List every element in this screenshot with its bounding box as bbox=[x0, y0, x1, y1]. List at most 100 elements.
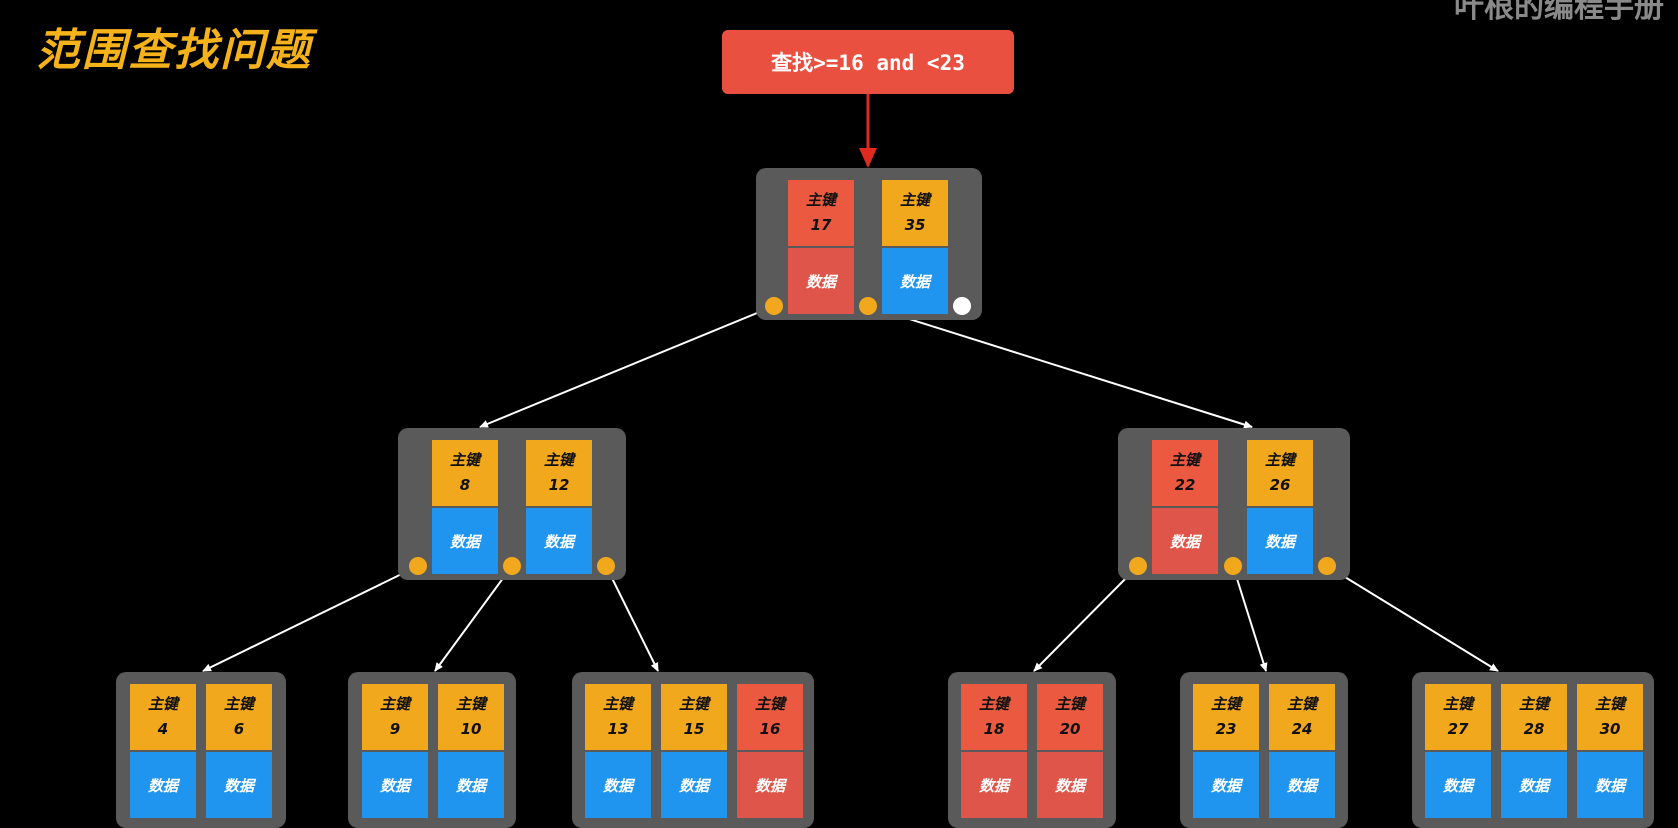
key-label: 主键 bbox=[678, 695, 709, 713]
data-block: 数据 bbox=[362, 752, 428, 818]
key-value: 17 bbox=[810, 216, 832, 234]
key-label: 主键 bbox=[1518, 695, 1549, 713]
key-value: 30 bbox=[1599, 720, 1621, 738]
edge-root-to-internal-left bbox=[479, 305, 775, 428]
edge-internal-right-to-leaf-4 bbox=[1033, 565, 1139, 672]
data-block: 数据 bbox=[661, 752, 727, 818]
data-block: 数据 bbox=[1501, 752, 1567, 818]
key-label: 主键 bbox=[899, 191, 930, 209]
key-block: 主键 17 bbox=[788, 180, 854, 246]
pointer-dot bbox=[1129, 557, 1147, 575]
key-label: 主键 bbox=[754, 695, 785, 713]
key-value: 4 bbox=[157, 720, 169, 738]
key-label: 主键 bbox=[223, 695, 254, 713]
edge-internal-left-to-leaf-1 bbox=[202, 565, 419, 672]
key-value: 26 bbox=[1269, 476, 1291, 494]
key-value: 9 bbox=[389, 720, 401, 738]
data-block: 数据 bbox=[130, 752, 196, 818]
key-cell: 主键 4 数据 bbox=[130, 684, 196, 818]
pointer-dot bbox=[765, 297, 783, 315]
edge-internal-left-to-leaf-3 bbox=[605, 565, 659, 672]
pointer-dot bbox=[597, 557, 615, 575]
key-block: 主键 28 bbox=[1501, 684, 1567, 750]
key-label: 主键 bbox=[1264, 451, 1295, 469]
key-label: 主键 bbox=[978, 695, 1009, 713]
key-label: 主键 bbox=[1169, 451, 1200, 469]
query-box: 查找>=16 and <23 bbox=[722, 30, 1014, 94]
key-cell: 主键 22 数据 bbox=[1152, 440, 1218, 574]
data-block: 数据 bbox=[1425, 752, 1491, 818]
data-block: 数据 bbox=[526, 508, 592, 574]
data-block: 数据 bbox=[1193, 752, 1259, 818]
data-block: 数据 bbox=[432, 508, 498, 574]
key-value: 28 bbox=[1523, 720, 1545, 738]
key-label: 主键 bbox=[1210, 695, 1241, 713]
pointer-dot bbox=[409, 557, 427, 575]
pointer-dot bbox=[859, 297, 877, 315]
key-value: 10 bbox=[460, 720, 482, 738]
key-value: 12 bbox=[548, 476, 570, 494]
key-value: 22 bbox=[1174, 476, 1196, 494]
key-cell: 主键 28 数据 bbox=[1501, 684, 1567, 818]
key-block: 主键 22 bbox=[1152, 440, 1218, 506]
page-title: 范围查找问题 bbox=[36, 25, 312, 76]
data-block: 数据 bbox=[206, 752, 272, 818]
key-label: 主键 bbox=[1442, 695, 1473, 713]
key-value: 13 bbox=[607, 720, 629, 738]
data-block: 数据 bbox=[1577, 752, 1643, 818]
pointer-dot bbox=[503, 557, 521, 575]
key-block: 主键 26 bbox=[1247, 440, 1313, 506]
edge-internal-right-to-leaf-5 bbox=[1232, 565, 1268, 672]
key-label: 主键 bbox=[147, 695, 178, 713]
key-label: 主键 bbox=[1286, 695, 1317, 713]
key-value: 35 bbox=[904, 216, 926, 234]
key-label: 主键 bbox=[455, 695, 486, 713]
data-block: 数据 bbox=[737, 752, 803, 818]
key-value: 18 bbox=[983, 720, 1005, 738]
key-block: 主键 18 bbox=[961, 684, 1027, 750]
data-block: 数据 bbox=[585, 752, 651, 818]
data-block: 数据 bbox=[1269, 752, 1335, 818]
edge-internal-right-to-leaf-6 bbox=[1326, 565, 1499, 672]
data-block: 数据 bbox=[1037, 752, 1103, 818]
key-label: 主键 bbox=[449, 451, 480, 469]
key-cell: 主键 17 数据 bbox=[788, 180, 854, 314]
data-block: 数据 bbox=[1152, 508, 1218, 574]
key-block: 主键 35 bbox=[882, 180, 948, 246]
data-block: 数据 bbox=[788, 248, 854, 314]
edge-root-to-internal-right bbox=[867, 305, 1253, 429]
null-pointer-dot bbox=[953, 297, 971, 315]
key-label: 主键 bbox=[805, 191, 836, 209]
